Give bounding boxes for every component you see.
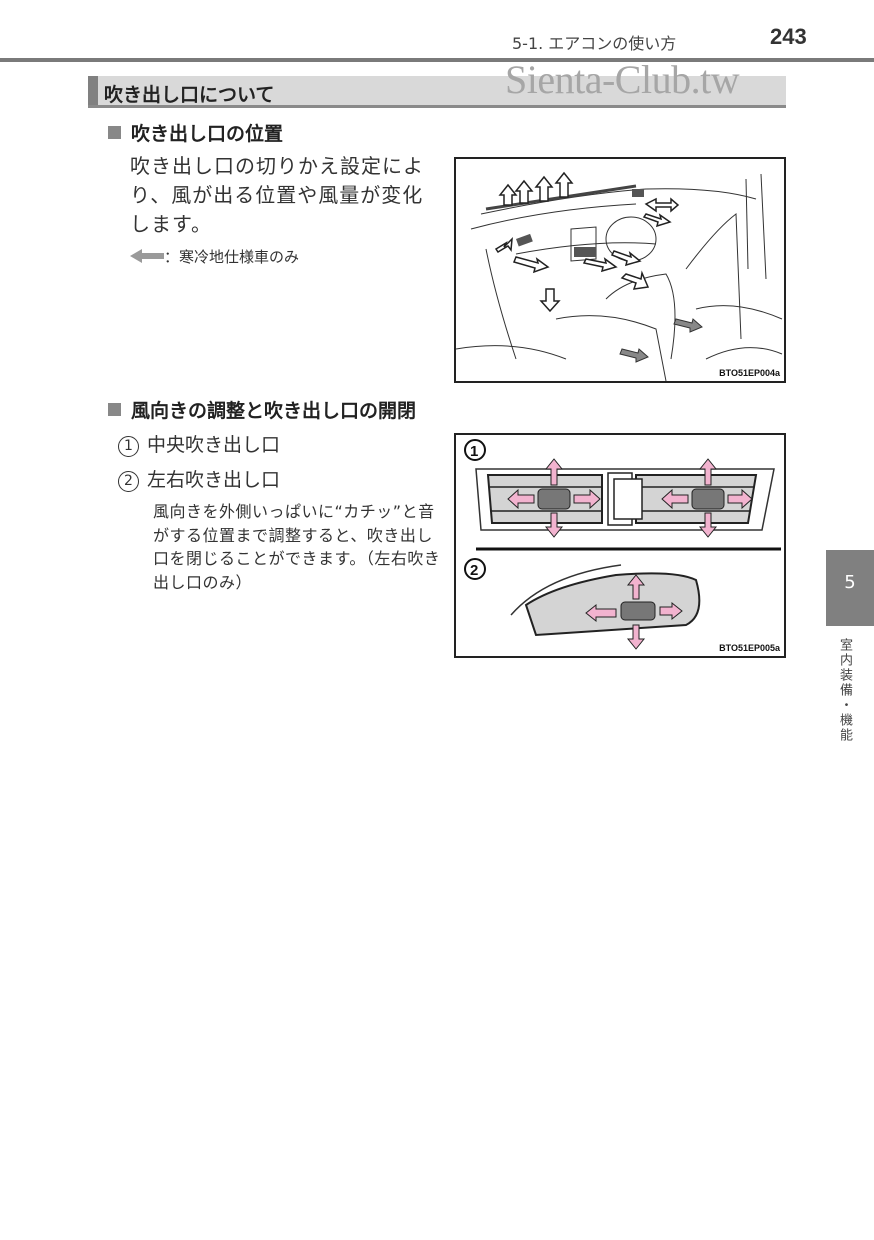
svg-text:1: 1 (470, 443, 478, 460)
header-rule (0, 58, 874, 62)
square-bullet-icon (108, 403, 121, 416)
chapter-tab-label: 室内装備・機能 (837, 638, 852, 743)
circled-number: 1 (118, 436, 139, 457)
list-item-center-vent: 1 中央吹き出し口 (118, 430, 280, 457)
subsection-title-text: 風向きの調整と吹き出し口の開閉 (131, 400, 417, 422)
page-number: 243 (770, 24, 807, 49)
vent-location-figure: BTO51EP004a (454, 157, 786, 383)
outlet-position-description: 吹き出し口の切りかえ設定により、風が出る位置や風量が変化します。 (130, 154, 424, 236)
list-item-label: 左右吹き出し口 (147, 469, 281, 491)
section-title-bar: 吹き出し口について (88, 76, 786, 108)
svg-text:2: 2 (470, 562, 478, 579)
figure-code: BTO51EP005a (719, 643, 780, 653)
square-bullet-icon (108, 126, 121, 139)
list-item-side-vent: 2 左右吹き出し口 (118, 465, 280, 492)
section-title: 吹き出し口について (104, 84, 275, 106)
watermark: Sienta-Club.tw (505, 57, 740, 102)
subsection-title-position: 吹き出し口の位置 (108, 119, 283, 146)
gray-arrow-icon (130, 249, 164, 263)
section-title-accent (88, 76, 98, 105)
figure-code: BTO51EP004a (719, 368, 780, 378)
cold-region-legend: ：寒冷地仕様車のみ (130, 246, 299, 267)
chapter-tab[interactable]: 5 (826, 550, 874, 626)
vent-adjustment-figure: 1 2 (454, 433, 786, 658)
vent-illustration: 1 2 (464, 439, 781, 650)
list-item-label: 中央吹き出し口 (147, 434, 281, 456)
vent-closing-note: 風向きを外側いっぱいに“カチッ”と音がする位置まで調整すると、吹き出し口を閉じる… (153, 502, 441, 592)
car-interior-illustration (455, 171, 783, 382)
chapter-title: 5-1. エアコンの使い方 (512, 34, 677, 53)
subsection-title-text: 吹き出し口の位置 (131, 123, 284, 145)
subsection-title-adjust: 風向きの調整と吹き出し口の開閉 (108, 396, 416, 423)
circled-number: 2 (118, 471, 139, 492)
legend-text: ：寒冷地仕様車のみ (164, 248, 300, 266)
